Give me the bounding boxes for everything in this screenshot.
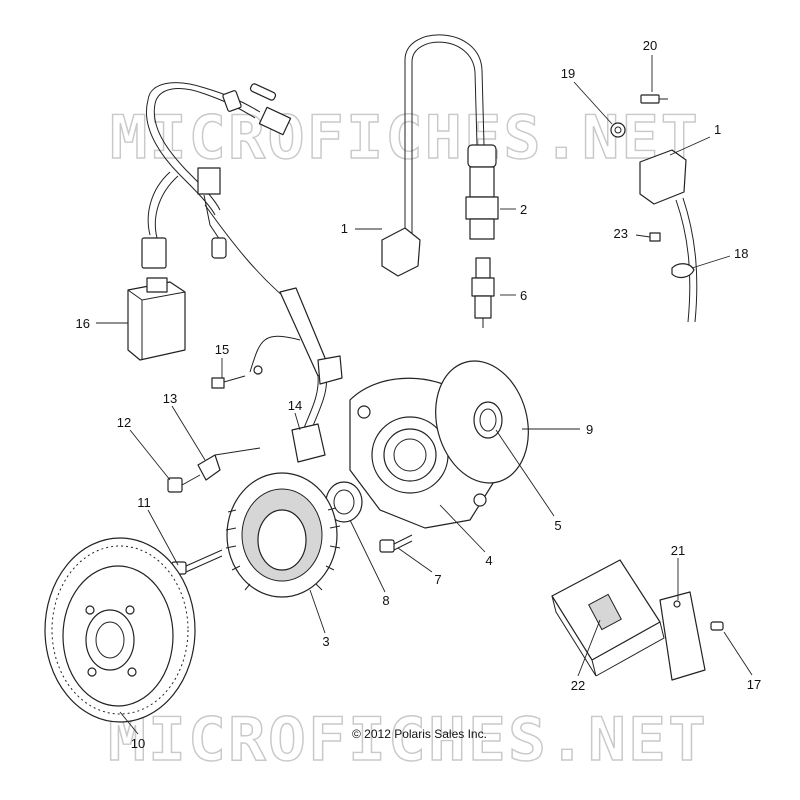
stator-bolt: [171, 549, 223, 575]
callout-3: 3: [322, 634, 329, 649]
spark-plug: [471, 257, 495, 328]
callout-12: 12: [117, 415, 131, 430]
bracket-and-bolt: [167, 447, 261, 493]
cover-bolt: [379, 534, 413, 553]
callout-7: 7: [434, 572, 441, 587]
callout-9: 9: [586, 422, 593, 437]
secondary-ignition-coil: [610, 94, 698, 323]
callout-6: 6: [520, 288, 527, 303]
copyright-notice: © 2012 Polaris Sales Inc.: [352, 727, 487, 741]
leader-lines: [96, 55, 753, 735]
callout-10: 10: [131, 736, 145, 751]
callout-5: 5: [554, 518, 561, 533]
cdi-module: [127, 277, 186, 361]
stator-harness: [279, 287, 343, 463]
callout-1-coil: 1: [341, 221, 348, 236]
stator: [225, 472, 341, 598]
watermark-top: MICROFICHES.NET: [110, 103, 700, 173]
callout-13: 13: [163, 391, 177, 406]
callout-11: 11: [137, 495, 151, 510]
oil-seal: [325, 481, 363, 523]
callout-19: 19: [561, 66, 575, 81]
flywheel: [44, 537, 196, 723]
callout-8: 8: [382, 593, 389, 608]
callout-18: 18: [734, 246, 748, 261]
callout-20: 20: [643, 38, 657, 53]
ground-wire: [211, 335, 301, 389]
ignition-coil-and-lead: [381, 34, 499, 277]
callout-14: 14: [288, 398, 302, 413]
callout-22: 22: [571, 678, 585, 693]
callout-labels: 1 2 6 20 19 1 23 18 16 15 14 13 12 9 5 1…: [76, 38, 762, 751]
callout-21: 21: [671, 543, 685, 558]
callout-4: 4: [485, 553, 492, 568]
callout-23: 23: [614, 226, 628, 241]
callout-16: 16: [76, 316, 90, 331]
voltage-regulator: [551, 559, 724, 681]
watermark-bottom: MICROFICHES.NET: [108, 705, 708, 775]
callout-15: 15: [215, 342, 229, 357]
thrust-washer: [435, 360, 529, 484]
callout-17: 17: [747, 677, 761, 692]
callout-1-right: 1: [714, 122, 721, 137]
callout-2: 2: [520, 202, 527, 217]
